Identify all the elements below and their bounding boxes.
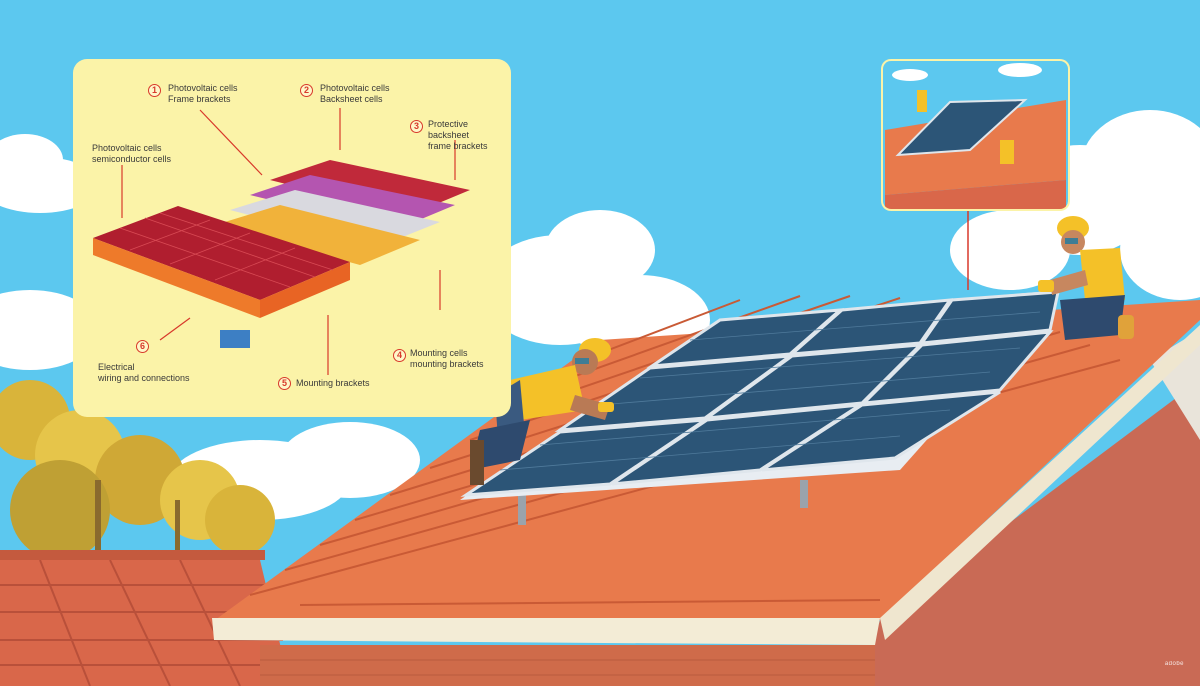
trees [0, 380, 275, 560]
watermark: adobe [1164, 661, 1184, 667]
callout-3-line2: frame brackets [428, 141, 488, 151]
inset-frame [883, 61, 1068, 209]
side-label-line1: Photovoltaic cells [92, 143, 162, 153]
callout-2-number: 2 [300, 84, 313, 97]
callout-4-number: 4 [393, 349, 406, 362]
callout-6-line1: Electrical [98, 362, 135, 372]
inset-image [883, 61, 1068, 209]
callout-4-line2: mounting brackets [410, 359, 484, 369]
callout-2-line1: Photovoltaic cells [320, 83, 390, 93]
neighbor-roof [0, 550, 290, 686]
callout-6-line2: wiring and connections [98, 373, 190, 383]
side-label-line2: semiconductor cells [92, 154, 172, 164]
callout-4-line1: Mounting cells [410, 348, 468, 358]
callout-5-number: 5 [278, 377, 291, 390]
exploded-panel-diagram [73, 59, 511, 417]
worker-right [1038, 216, 1134, 340]
solar-array [460, 290, 1060, 525]
house-wall [860, 380, 1200, 686]
callout-3-line1: Protective backsheet [428, 119, 470, 140]
worker-left [470, 338, 614, 485]
callout-5-line1: Mounting brackets [296, 378, 370, 388]
callout-6-number: 6 [136, 340, 149, 353]
callout-1-line2: Frame brackets [168, 94, 231, 104]
callout-3-number: 3 [410, 120, 423, 133]
callout-1-line1: Photovoltaic cells [168, 83, 238, 93]
callout-2-line2: Backsheet cells [320, 94, 383, 104]
gable-wall [1150, 330, 1200, 440]
callout-1-number: 1 [148, 84, 161, 97]
side-label: Photovoltaic cells semiconductor cells [92, 143, 202, 165]
